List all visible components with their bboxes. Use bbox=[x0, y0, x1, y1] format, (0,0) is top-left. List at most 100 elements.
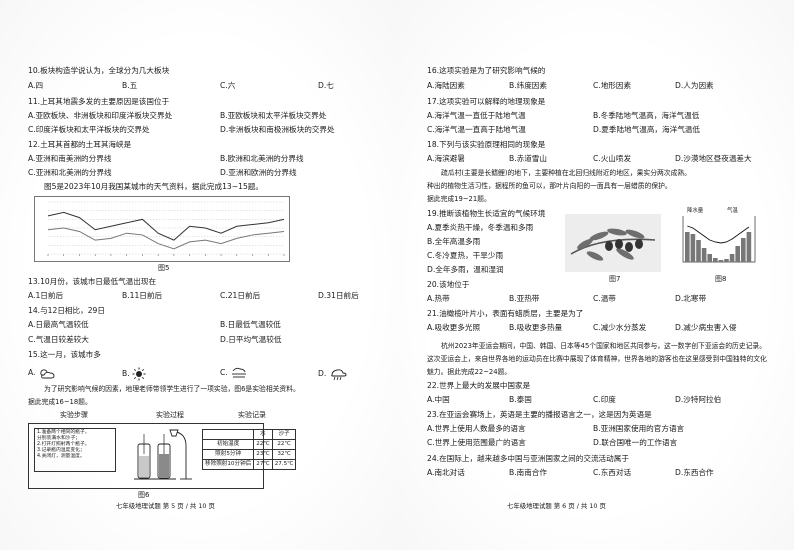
table-cell: 沙子 bbox=[271, 429, 297, 440]
q14-option-d: D.日平均气温较低 bbox=[220, 335, 282, 344]
table-row: 水 沙子 bbox=[201, 429, 297, 440]
table-cell: 32℃ bbox=[271, 449, 297, 460]
q23-option-a: A.世界上使用人数最多的语言 bbox=[427, 424, 526, 433]
q19-stem: 19.推断该植物生长适宜的气候环境 bbox=[427, 209, 546, 218]
experiment-intro: 为了研究影响气候的因素，地理老师带领学生进行了一项实验，图6是实验相关资料。 bbox=[44, 385, 300, 393]
q23-stem: 23.在亚运会赛场上，英语是主要的播报语言之一，这是因为英语是 bbox=[427, 410, 652, 419]
q17-option-d: D.夏季陆地气温高，海洋气温低 bbox=[593, 125, 700, 134]
fig8-temp-curve bbox=[687, 225, 750, 244]
fig8-bar bbox=[746, 232, 752, 262]
q22-option-c: C.印度 bbox=[593, 395, 616, 404]
exp-record-header: 实验记录 bbox=[238, 411, 266, 419]
fig8-legend-temp: 气温 bbox=[727, 208, 738, 214]
q14-stem: 14.与12日相比，29日 bbox=[28, 306, 105, 315]
passage-asian-games: 杭州2023年亚运会期间，中国、韩国、日本等45个国家和地区共同参与，这一数字创… bbox=[427, 342, 767, 376]
q13-option-a: A.1日前后 bbox=[28, 291, 64, 300]
q16-option-d: D.人为因素 bbox=[675, 81, 714, 90]
q20-stem: 20.该地位于 bbox=[427, 280, 470, 289]
q11-option-d: D.非洲板块和南极洲板块的交界处 bbox=[220, 125, 335, 134]
exp-steps-list: 1.准备两个相同的瓶子， 分别装满水和沙子； 2.打开灯照射两个瓶子， 3.记录… bbox=[37, 430, 90, 460]
q22-option-b: B.泰国 bbox=[509, 395, 532, 404]
q19-option-b: B.全年高温多雨 bbox=[427, 237, 481, 246]
experiment-apparatus bbox=[134, 429, 192, 480]
fig8-bar bbox=[696, 240, 701, 262]
left-page: 10.板块构造学说认为，全球分为几大板块 A.四 B.五 C.六 D.七 11.… bbox=[0, 0, 397, 550]
exp-step: 2.打开灯照射两个瓶子， bbox=[37, 441, 90, 447]
q14-option-a: A.日最高气温较低 bbox=[28, 320, 89, 329]
q10-option-b: B.五 bbox=[122, 81, 138, 90]
cloud-sun-icon bbox=[40, 369, 55, 379]
q23-option-b: B.亚洲国家使用的官方语言 bbox=[593, 424, 685, 433]
fig5-label: 图5 bbox=[158, 264, 170, 272]
fig8-bar bbox=[718, 260, 724, 262]
exp-step: 1.准备两个相同的瓶子， bbox=[37, 430, 90, 435]
q24-option-c: C.东西对话 bbox=[593, 468, 632, 477]
q14-option-c: C.气温日较差较大 bbox=[28, 335, 89, 344]
experiment-intro-2: 据此完成16~18题。 bbox=[28, 398, 92, 406]
fig8-bar bbox=[741, 238, 746, 262]
q16-option-b: B.纬度因素 bbox=[509, 81, 547, 90]
q20-option-b: B.亚热带 bbox=[509, 294, 540, 303]
q24-option-b: B.南南合作 bbox=[509, 468, 547, 477]
exp-steps-box bbox=[34, 428, 116, 472]
q15-stem: 15.这一月，该城市多 bbox=[28, 350, 101, 359]
fig8-legend-precip: 降水量 bbox=[687, 208, 704, 214]
q23-option-d: D.联合国唯一的工作语言 bbox=[593, 438, 678, 447]
q15-option-a: A. bbox=[28, 367, 56, 379]
q17-option-b: B.冬季陆地气温高，海洋气温低 bbox=[593, 111, 700, 120]
table-cell: 初始温度 bbox=[201, 439, 255, 450]
table-cell: 22℃ bbox=[271, 439, 297, 450]
table-cell bbox=[201, 429, 255, 440]
q19-option-d: D.全年多雨，温和湿润 bbox=[427, 265, 504, 274]
fig8-bar bbox=[729, 254, 735, 262]
q12-stem: 12.土耳其首都的土耳其海峡是 bbox=[28, 140, 132, 149]
exp-step: 分别装满水和沙子； bbox=[37, 435, 81, 441]
fig6-label: 图6 bbox=[138, 491, 150, 499]
q11-option-c: C.印度洋板块和太平洋板块的交界处 bbox=[28, 125, 150, 134]
q10-option-a: A.四 bbox=[28, 81, 44, 90]
q23-option-c: C.世界上使用范围最广的语言 bbox=[427, 438, 526, 447]
rain-cloud-icon bbox=[330, 369, 347, 381]
q11-stem: 11.上耳其地震多发的主要原因是该国位于 bbox=[28, 97, 170, 106]
right-page: 16.这项实验是为了研究影响气候的 A.海陆因素 B.纬度因素 C.地形因素 D… bbox=[397, 0, 794, 550]
q15-option-c: C. bbox=[220, 367, 248, 379]
fig8-bar bbox=[707, 254, 712, 262]
table-cell: 照射5分钟 bbox=[201, 449, 255, 460]
table-row: 移除照射10分钟后 27℃ 27.5℃ bbox=[201, 459, 297, 470]
q22-option-d: D.沙特阿拉伯 bbox=[675, 395, 722, 404]
fig8-bar bbox=[685, 232, 690, 262]
fig8-bar bbox=[701, 248, 707, 262]
q17-option-a: A.海洋气温一直低于陆地气温 bbox=[427, 111, 526, 120]
q17-stem: 17.这项实验可以解释的地理现象是 bbox=[427, 97, 546, 106]
exp-step: 3.记录瓶内温度变化； bbox=[37, 447, 85, 453]
table-cell: 移除照射10分钟后 bbox=[201, 459, 255, 470]
exp-steps-header: 实验步骤 bbox=[60, 411, 88, 419]
q21-stem: 21.油橄榄叶片小，表面有蜡质层，主要是为了 bbox=[427, 309, 584, 318]
fig8-bar bbox=[735, 246, 740, 262]
sun-icon bbox=[132, 367, 146, 381]
q13-option-d: D.31日前后 bbox=[318, 291, 359, 300]
q19-option-c: C.冬冷夏热，干旱少雨 bbox=[427, 251, 504, 260]
fig78-intro-2: 种出的植物生活习性，据程所的鱼可以，那叶片向阳的一面具有一层蜡质的保护。 bbox=[427, 182, 672, 190]
q22-stem: 22.世界上最大的发展中国家是 bbox=[427, 381, 531, 390]
q13-option-b: B.11日前后 bbox=[122, 291, 163, 300]
q24-option-a: A.南北对话 bbox=[427, 468, 465, 477]
q18-option-d: D.沙漠地区昼夜温差大 bbox=[675, 154, 752, 163]
q17-option-c: C.海洋气温一直高于陆地气温 bbox=[427, 125, 526, 134]
fig78-intro: 疏瓜村(主要是长鳍鲤)的地下，主要种植在北回归线附近的地区，果实分两次成熟。 bbox=[441, 169, 691, 177]
table-cell: 水 bbox=[253, 429, 273, 440]
table-row: 照射5分钟 23℃ 32℃ bbox=[201, 449, 297, 460]
exp-step: 4.关闭灯，测量温度。 bbox=[37, 453, 85, 459]
right-page-footer: 七年级地理试题 第 6 页 / 共 10 页 bbox=[507, 502, 606, 510]
q11-option-b: B.亚欧板块和太平洋板块交界处 bbox=[220, 111, 327, 120]
q10-stem: 10.板块构造学说认为，全球分为几大板块 bbox=[28, 66, 170, 75]
fog-icon bbox=[232, 367, 247, 378]
q19-option-a: A.夏季炎热干燥，冬季温和多雨 bbox=[427, 223, 534, 232]
series-line-1 bbox=[47, 211, 285, 241]
fig8-bar bbox=[724, 259, 729, 262]
q20-option-d: D.北寒带 bbox=[675, 294, 707, 303]
q18-option-b: B.赤道雪山 bbox=[509, 154, 547, 163]
q21-option-a: A.吸收更多光照 bbox=[427, 323, 481, 332]
q20-option-c: C.温带 bbox=[593, 294, 616, 303]
q21-option-c: C.减少水分蒸发 bbox=[593, 323, 647, 332]
